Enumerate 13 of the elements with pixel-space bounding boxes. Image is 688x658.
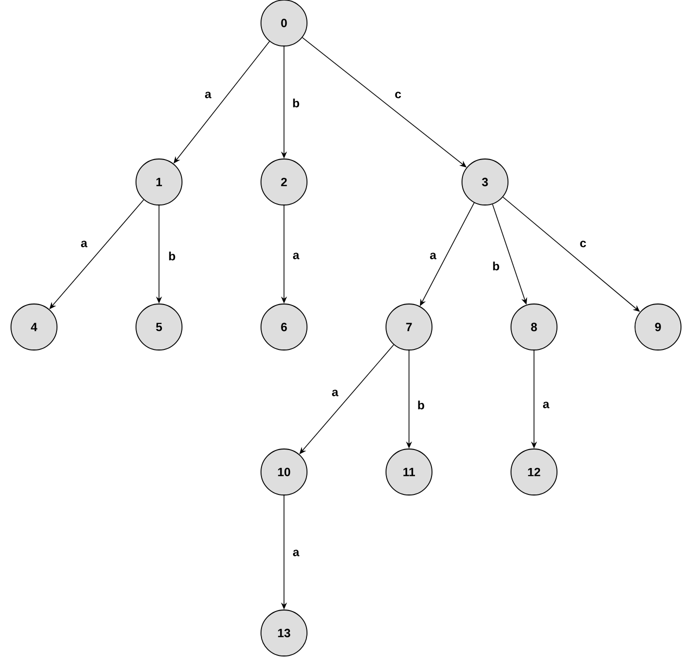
edge-label: b <box>293 98 300 108</box>
edge-label: a <box>293 252 300 260</box>
edge-label: a <box>205 92 212 98</box>
edge-label: a <box>81 240 88 248</box>
edge-label: c <box>580 240 586 248</box>
edge-label: b <box>493 262 500 270</box>
edge-label: a <box>543 402 550 408</box>
edge-label: b <box>418 400 424 410</box>
edge-label: c <box>395 92 401 98</box>
edge-label: a <box>430 252 436 260</box>
edge-label: a <box>293 550 300 556</box>
edge-label: a <box>332 390 338 396</box>
edge-label: b <box>169 252 176 260</box>
